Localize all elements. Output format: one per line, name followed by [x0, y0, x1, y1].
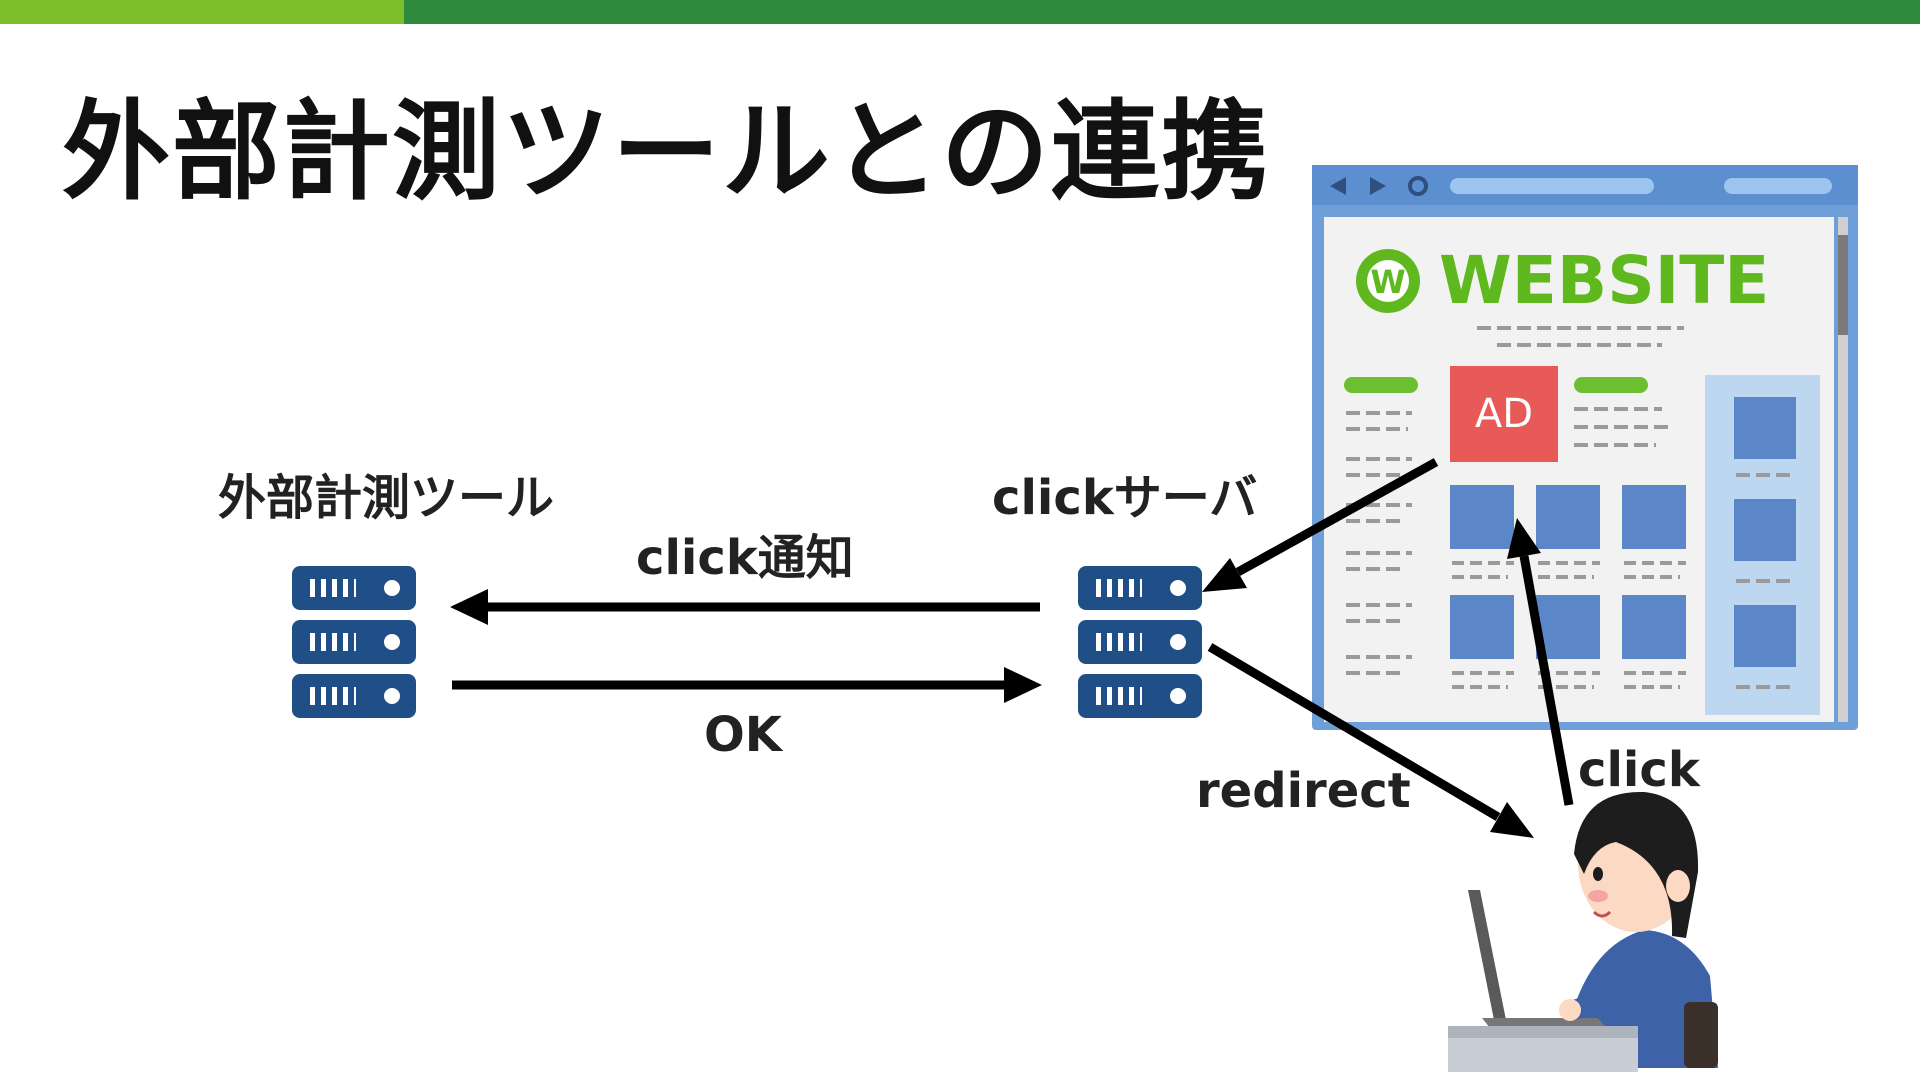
server-unit: [292, 566, 416, 610]
server-unit: [1078, 620, 1202, 664]
sidebar-blocks: [1734, 397, 1796, 667]
external-tool-server-icon: [292, 566, 416, 718]
scrollbar: [1838, 217, 1848, 722]
click-server-icon: [1078, 566, 1202, 718]
website-illustration: W WEBSITE AD: [1312, 165, 1858, 730]
user-hand: [1559, 999, 1581, 1021]
user-ear: [1666, 870, 1690, 902]
top-bar: [0, 0, 1920, 24]
website-title: WEBSITE: [1439, 242, 1769, 319]
redirect-arrow: [1207, 643, 1501, 821]
desk-top: [1448, 1026, 1638, 1038]
user-hair: [1574, 791, 1699, 938]
scrollbar-thumb: [1838, 235, 1848, 335]
server-unit: [1078, 674, 1202, 718]
address-bar: [1450, 178, 1654, 194]
ad-to-server-arrow: [1235, 458, 1439, 576]
top-bar-accent: [0, 0, 404, 24]
middle-heading: [1574, 377, 1648, 393]
user-arm: [1564, 956, 1656, 1020]
external-tool-label: 外部計測ツール: [218, 470, 555, 526]
server-unit: [292, 620, 416, 664]
ad-banner: [1450, 366, 1558, 462]
user-cheek: [1588, 890, 1608, 902]
redirect-label: redirect: [1196, 763, 1411, 819]
arrowhead: [1507, 518, 1541, 559]
click-arrow: [1519, 555, 1574, 806]
search-bar: [1724, 178, 1832, 194]
arrowhead: [1202, 558, 1247, 592]
arrowhead: [1490, 802, 1534, 838]
forward-icon: [1370, 177, 1386, 195]
arrowhead: [450, 589, 488, 625]
click-server-label: clickサーバ: [992, 470, 1258, 526]
chair-icon: [1684, 1002, 1718, 1068]
user-mouth: [1592, 910, 1612, 918]
laptop-screen: [1468, 890, 1506, 1020]
ok-label: OK: [704, 707, 782, 763]
ad-label: AD: [1475, 391, 1533, 437]
user-eye: [1593, 867, 1603, 881]
left-heading: [1344, 377, 1418, 393]
sidebar-text-lines: [1736, 473, 1796, 689]
server-unit: [292, 674, 416, 718]
middle-text-lines: [1574, 407, 1668, 447]
server-unit: [1078, 566, 1202, 610]
content-grid: [1450, 485, 1686, 659]
click-notify-label: click通知: [636, 530, 854, 586]
website-logo-letter: W: [1370, 263, 1405, 301]
website-logo-inner: [1367, 260, 1409, 302]
reload-icon: [1408, 176, 1428, 196]
back-icon: [1330, 177, 1346, 195]
slide-title: 外部計測ツールとの連携: [62, 90, 1271, 215]
user-at-laptop-illustration: [1448, 791, 1718, 1072]
click-label: click: [1578, 742, 1700, 798]
laptop-base: [1482, 1018, 1606, 1028]
arrowhead: [1004, 667, 1042, 703]
